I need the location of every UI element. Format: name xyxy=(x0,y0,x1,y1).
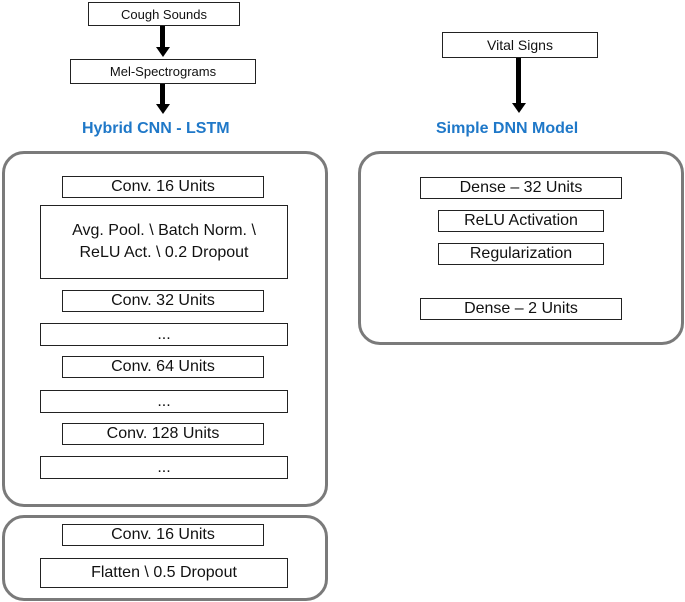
layer-relu-activation: ReLU Activation xyxy=(438,210,604,232)
layer-conv-32: Conv. 32 Units xyxy=(62,290,264,312)
layer-conv-64: Conv. 64 Units xyxy=(62,356,264,378)
ellipsis-block-2: ... xyxy=(40,390,288,413)
pool-norm-relu-dropout-block: Avg. Pool. \ Batch Norm. \ ReLU Act. \ 0… xyxy=(40,205,288,279)
layer-regularization: Regularization xyxy=(438,243,604,265)
layer-conv-16-bottom: Conv. 16 Units xyxy=(62,524,264,546)
hybrid-cnn-lstm-title: Hybrid CNN - LSTM xyxy=(82,120,230,137)
simple-dnn-title: Simple DNN Model xyxy=(436,120,579,137)
mel-spectrograms-box: Mel-Spectrograms xyxy=(70,59,256,84)
layer-dense-32: Dense – 32 Units xyxy=(420,177,622,199)
ellipsis-block-3: ... xyxy=(40,456,288,479)
layer-conv-128: Conv. 128 Units xyxy=(62,423,264,445)
layer-dense-2: Dense – 2 Units xyxy=(420,298,622,320)
arrow-vitals-to-model xyxy=(516,58,521,104)
vital-signs-input: Vital Signs xyxy=(442,32,598,58)
flatten-dropout-block: Flatten \ 0.5 Dropout xyxy=(40,558,288,588)
arrow-mel-to-model xyxy=(160,84,165,105)
block-line-2: ReLU Act. \ 0.2 Dropout xyxy=(79,244,249,261)
cough-sounds-input: Cough Sounds xyxy=(88,2,240,26)
ellipsis-block-1: ... xyxy=(40,323,288,346)
layer-conv-16: Conv. 16 Units xyxy=(62,176,264,198)
arrow-cough-to-mel xyxy=(160,26,165,48)
block-line-1: Avg. Pool. \ Batch Norm. \ xyxy=(72,222,256,239)
